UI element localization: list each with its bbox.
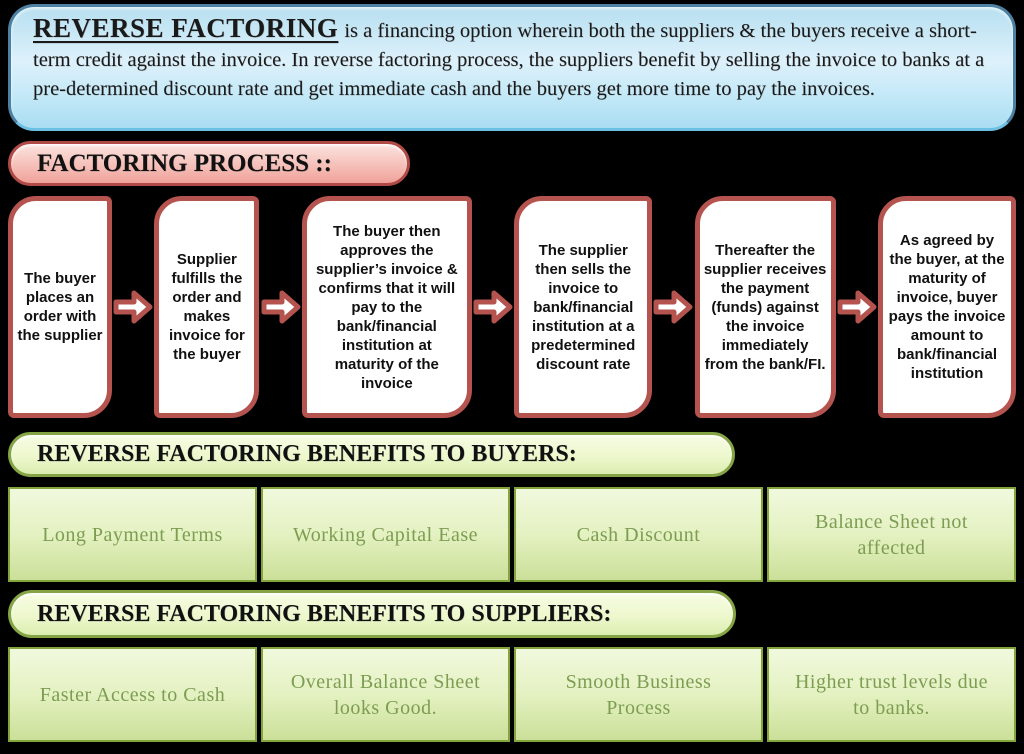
supplier-benefit-cell: Overall Balance Sheet looks Good. <box>261 647 510 742</box>
buyer-benefit-cell: Working Capital Ease <box>261 487 510 582</box>
buyer-benefit-cell: Cash Discount <box>514 487 763 582</box>
buyers-benefits-heading-label: REVERSE FACTORING BENEFITS TO BUYERS: <box>37 441 577 467</box>
flow-arrow-icon <box>472 196 514 418</box>
process-step-3: The buyer then approves the supplier’s i… <box>301 196 472 418</box>
supplier-benefit-cell: Higher trust levels due to banks. <box>767 647 1016 742</box>
buyer-benefit-cell: Balance Sheet not affected <box>767 487 1016 582</box>
buyers-benefits-header: REVERSE FACTORING BENEFITS TO BUYERS: <box>8 432 735 477</box>
process-step-6: As agreed by the buyer, at the maturity … <box>878 196 1017 418</box>
process-step-1: The buyer places an order with the suppl… <box>8 196 112 418</box>
flow-arrow-icon <box>652 196 694 418</box>
factoring-process-header: FACTORING PROCESS :: <box>8 141 410 186</box>
suppliers-benefits-heading-label: REVERSE FACTORING BENEFITS TO SUPPLIERS: <box>37 600 612 627</box>
supplier-benefit-cell: Smooth Business Process <box>514 647 763 742</box>
intro-description: is a financing option wherein both the s… <box>33 20 985 100</box>
flow-arrow-icon <box>836 196 878 418</box>
buyers-benefits-table: Long Payment Terms Working Capital Ease … <box>8 487 1016 582</box>
suppliers-benefits-table: Faster Access to Cash Overall Balance Sh… <box>8 647 1016 742</box>
supplier-benefit-cell: Faster Access to Cash <box>8 647 257 742</box>
process-step-2: Supplier fulfills the order and makes in… <box>154 196 260 418</box>
buyer-benefit-cell: Long Payment Terms <box>8 487 257 582</box>
flow-arrow-icon <box>259 196 301 418</box>
factoring-process-flow: The buyer places an order with the suppl… <box>8 196 1017 418</box>
suppliers-benefits-header: REVERSE FACTORING BENEFITS TO SUPPLIERS: <box>8 590 736 638</box>
process-step-4: The supplier then sells the invoice to b… <box>514 196 653 418</box>
factoring-process-heading-label: FACTORING PROCESS :: <box>37 149 332 177</box>
process-step-5: Thereafter the supplier receives the pay… <box>694 196 836 418</box>
intro-title: REVERSE FACTORING <box>33 13 339 43</box>
flow-arrow-icon <box>112 196 154 418</box>
